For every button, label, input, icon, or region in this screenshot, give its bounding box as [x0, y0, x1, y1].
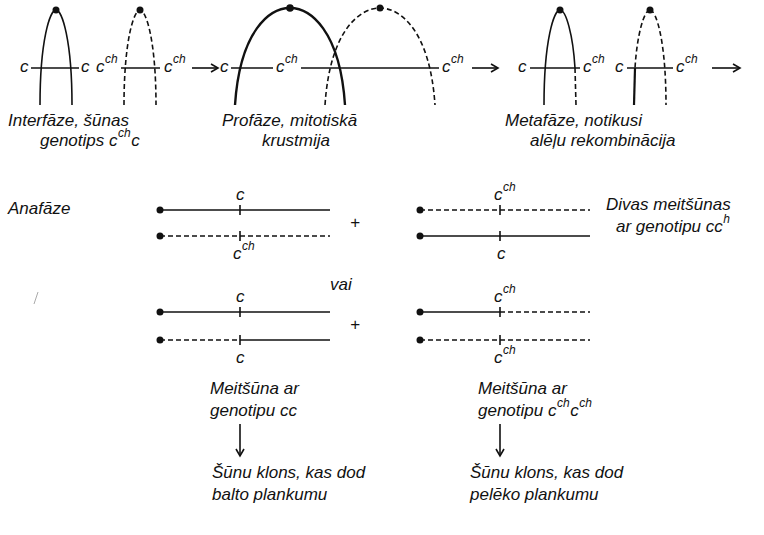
cell-caption: ar genotipu cc [616, 218, 723, 235]
allele-label: c [615, 58, 624, 75]
allele-label: ch [242, 240, 255, 252]
cell-caption: Šūnu klons, kas dod [470, 464, 623, 481]
allele-label: c [220, 58, 229, 75]
stage-caption: Interfāze, šūnas [8, 112, 129, 129]
plus-sign: + [350, 214, 360, 231]
cell-caption: ch [557, 397, 570, 409]
cell-caption: genotipu cc [210, 402, 297, 419]
allele-label: c [494, 186, 503, 203]
allele-label: c [236, 186, 245, 203]
allele-label: c [236, 288, 245, 305]
cell-caption: Divas meitšūnas [606, 196, 731, 213]
allele-label: c [497, 245, 506, 262]
stage-caption: c [131, 132, 140, 149]
cell-caption: h [723, 213, 730, 225]
allele-label: ch [503, 344, 516, 356]
allele-label: c [276, 58, 285, 75]
allele-label: c [233, 245, 242, 262]
allele-label: c [20, 58, 29, 75]
allele-label: c [81, 58, 90, 75]
allele-label: ch [285, 53, 298, 65]
cell-caption: balto plankumu [212, 486, 327, 503]
stage-caption: Metafāze, notikusi [505, 112, 642, 129]
stage-caption: krustmija [262, 132, 330, 149]
stage-caption: Anafāze [8, 200, 70, 217]
separator-word: vai [330, 276, 352, 293]
cell-caption: Meitšūna ar [478, 380, 567, 397]
cell-caption: pelēko plankumu [470, 486, 599, 503]
allele-label: c [442, 58, 451, 75]
stage-caption: ch [118, 127, 131, 139]
allele-label: c [236, 349, 245, 366]
cell-caption: Meitšūna ar [210, 380, 299, 397]
allele-label: c [494, 288, 503, 305]
allele-label: c [518, 58, 527, 75]
allele-label: ch [592, 53, 605, 65]
allele-label: c [676, 58, 685, 75]
stage-caption: alēļu rekombinācija [530, 132, 676, 149]
allele-label: ch [503, 283, 516, 295]
stage-caption: Profāze, mitotiskā [222, 112, 357, 129]
allele-label: ch [503, 181, 516, 193]
stage-caption: genotips c [40, 132, 118, 149]
allele-label: c [96, 58, 105, 75]
plus-sign: + [350, 316, 360, 333]
allele-label: c [494, 349, 503, 366]
cell-caption: genotipu c [478, 402, 556, 419]
allele-label: ch [685, 53, 698, 65]
cell-caption: Šūnu klons, kas dod [212, 464, 365, 481]
allele-label: c [583, 58, 592, 75]
allele-label: ch [451, 53, 464, 65]
allele-label: ch [105, 53, 118, 65]
allele-label: c [164, 58, 173, 75]
cell-caption: ch [579, 397, 592, 409]
allele-label: ch [173, 53, 186, 65]
cell-caption: c [570, 402, 579, 419]
